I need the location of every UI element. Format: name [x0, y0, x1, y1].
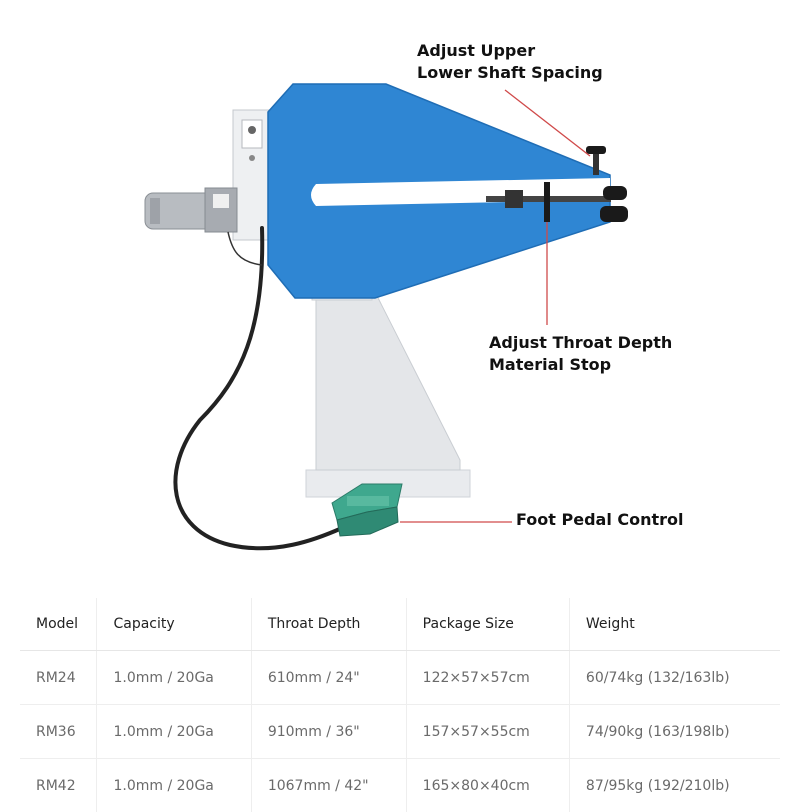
callout-text: Adjust Upper	[417, 40, 603, 62]
table-cell: 1.0mm / 20Ga	[97, 705, 251, 759]
table-cell: 165×80×40cm	[406, 759, 569, 812]
callout-text: Material Stop	[489, 354, 672, 376]
column-header: Weight	[569, 598, 780, 651]
table-cell: RM36	[20, 705, 97, 759]
control-panel-plate	[233, 110, 273, 240]
table-cell: 122×57×57cm	[406, 651, 569, 705]
callout-adjust-shaft-spacing: Adjust Upper Lower Shaft Spacing	[417, 40, 603, 84]
table-cell: RM42	[20, 759, 97, 812]
bead-roller-machine-illustration	[0, 0, 800, 580]
specification-table: Model Capacity Throat Depth Package Size…	[20, 598, 780, 812]
material-stop	[544, 182, 550, 222]
blue-frame	[268, 84, 611, 298]
table-cell: 74/90kg (163/198lb)	[569, 705, 780, 759]
callout-adjust-throat-depth: Adjust Throat Depth Material Stop	[489, 332, 672, 376]
callout-text: Lower Shaft Spacing	[417, 62, 603, 84]
callout-text: Foot Pedal Control	[516, 509, 684, 531]
table-cell: 157×57×55cm	[406, 705, 569, 759]
table-cell: 60/74kg (132/163lb)	[569, 651, 780, 705]
table-cell: 1067mm / 42"	[251, 759, 406, 812]
table-row: RM24 1.0mm / 20Ga 610mm / 24" 122×57×57c…	[20, 651, 780, 705]
table-header-row: Model Capacity Throat Depth Package Size…	[20, 598, 780, 651]
motor	[145, 188, 237, 232]
column-header: Model	[20, 598, 97, 651]
column-header: Package Size	[406, 598, 569, 651]
table-row: RM36 1.0mm / 20Ga 910mm / 36" 157×57×55c…	[20, 705, 780, 759]
table-cell: 87/95kg (192/210lb)	[569, 759, 780, 812]
table-row: RM42 1.0mm / 20Ga 1067mm / 42" 165×80×40…	[20, 759, 780, 812]
callout-foot-pedal-control: Foot Pedal Control	[516, 509, 684, 531]
column-header: Throat Depth	[251, 598, 406, 651]
table-cell: 910mm / 36"	[251, 705, 406, 759]
machine-stand	[306, 275, 470, 497]
table-cell: 1.0mm / 20Ga	[97, 759, 251, 812]
table-cell: 610mm / 24"	[251, 651, 406, 705]
table-cell: RM24	[20, 651, 97, 705]
column-header: Capacity	[97, 598, 251, 651]
callout-text: Adjust Throat Depth	[489, 332, 672, 354]
table-cell: 1.0mm / 20Ga	[97, 651, 251, 705]
